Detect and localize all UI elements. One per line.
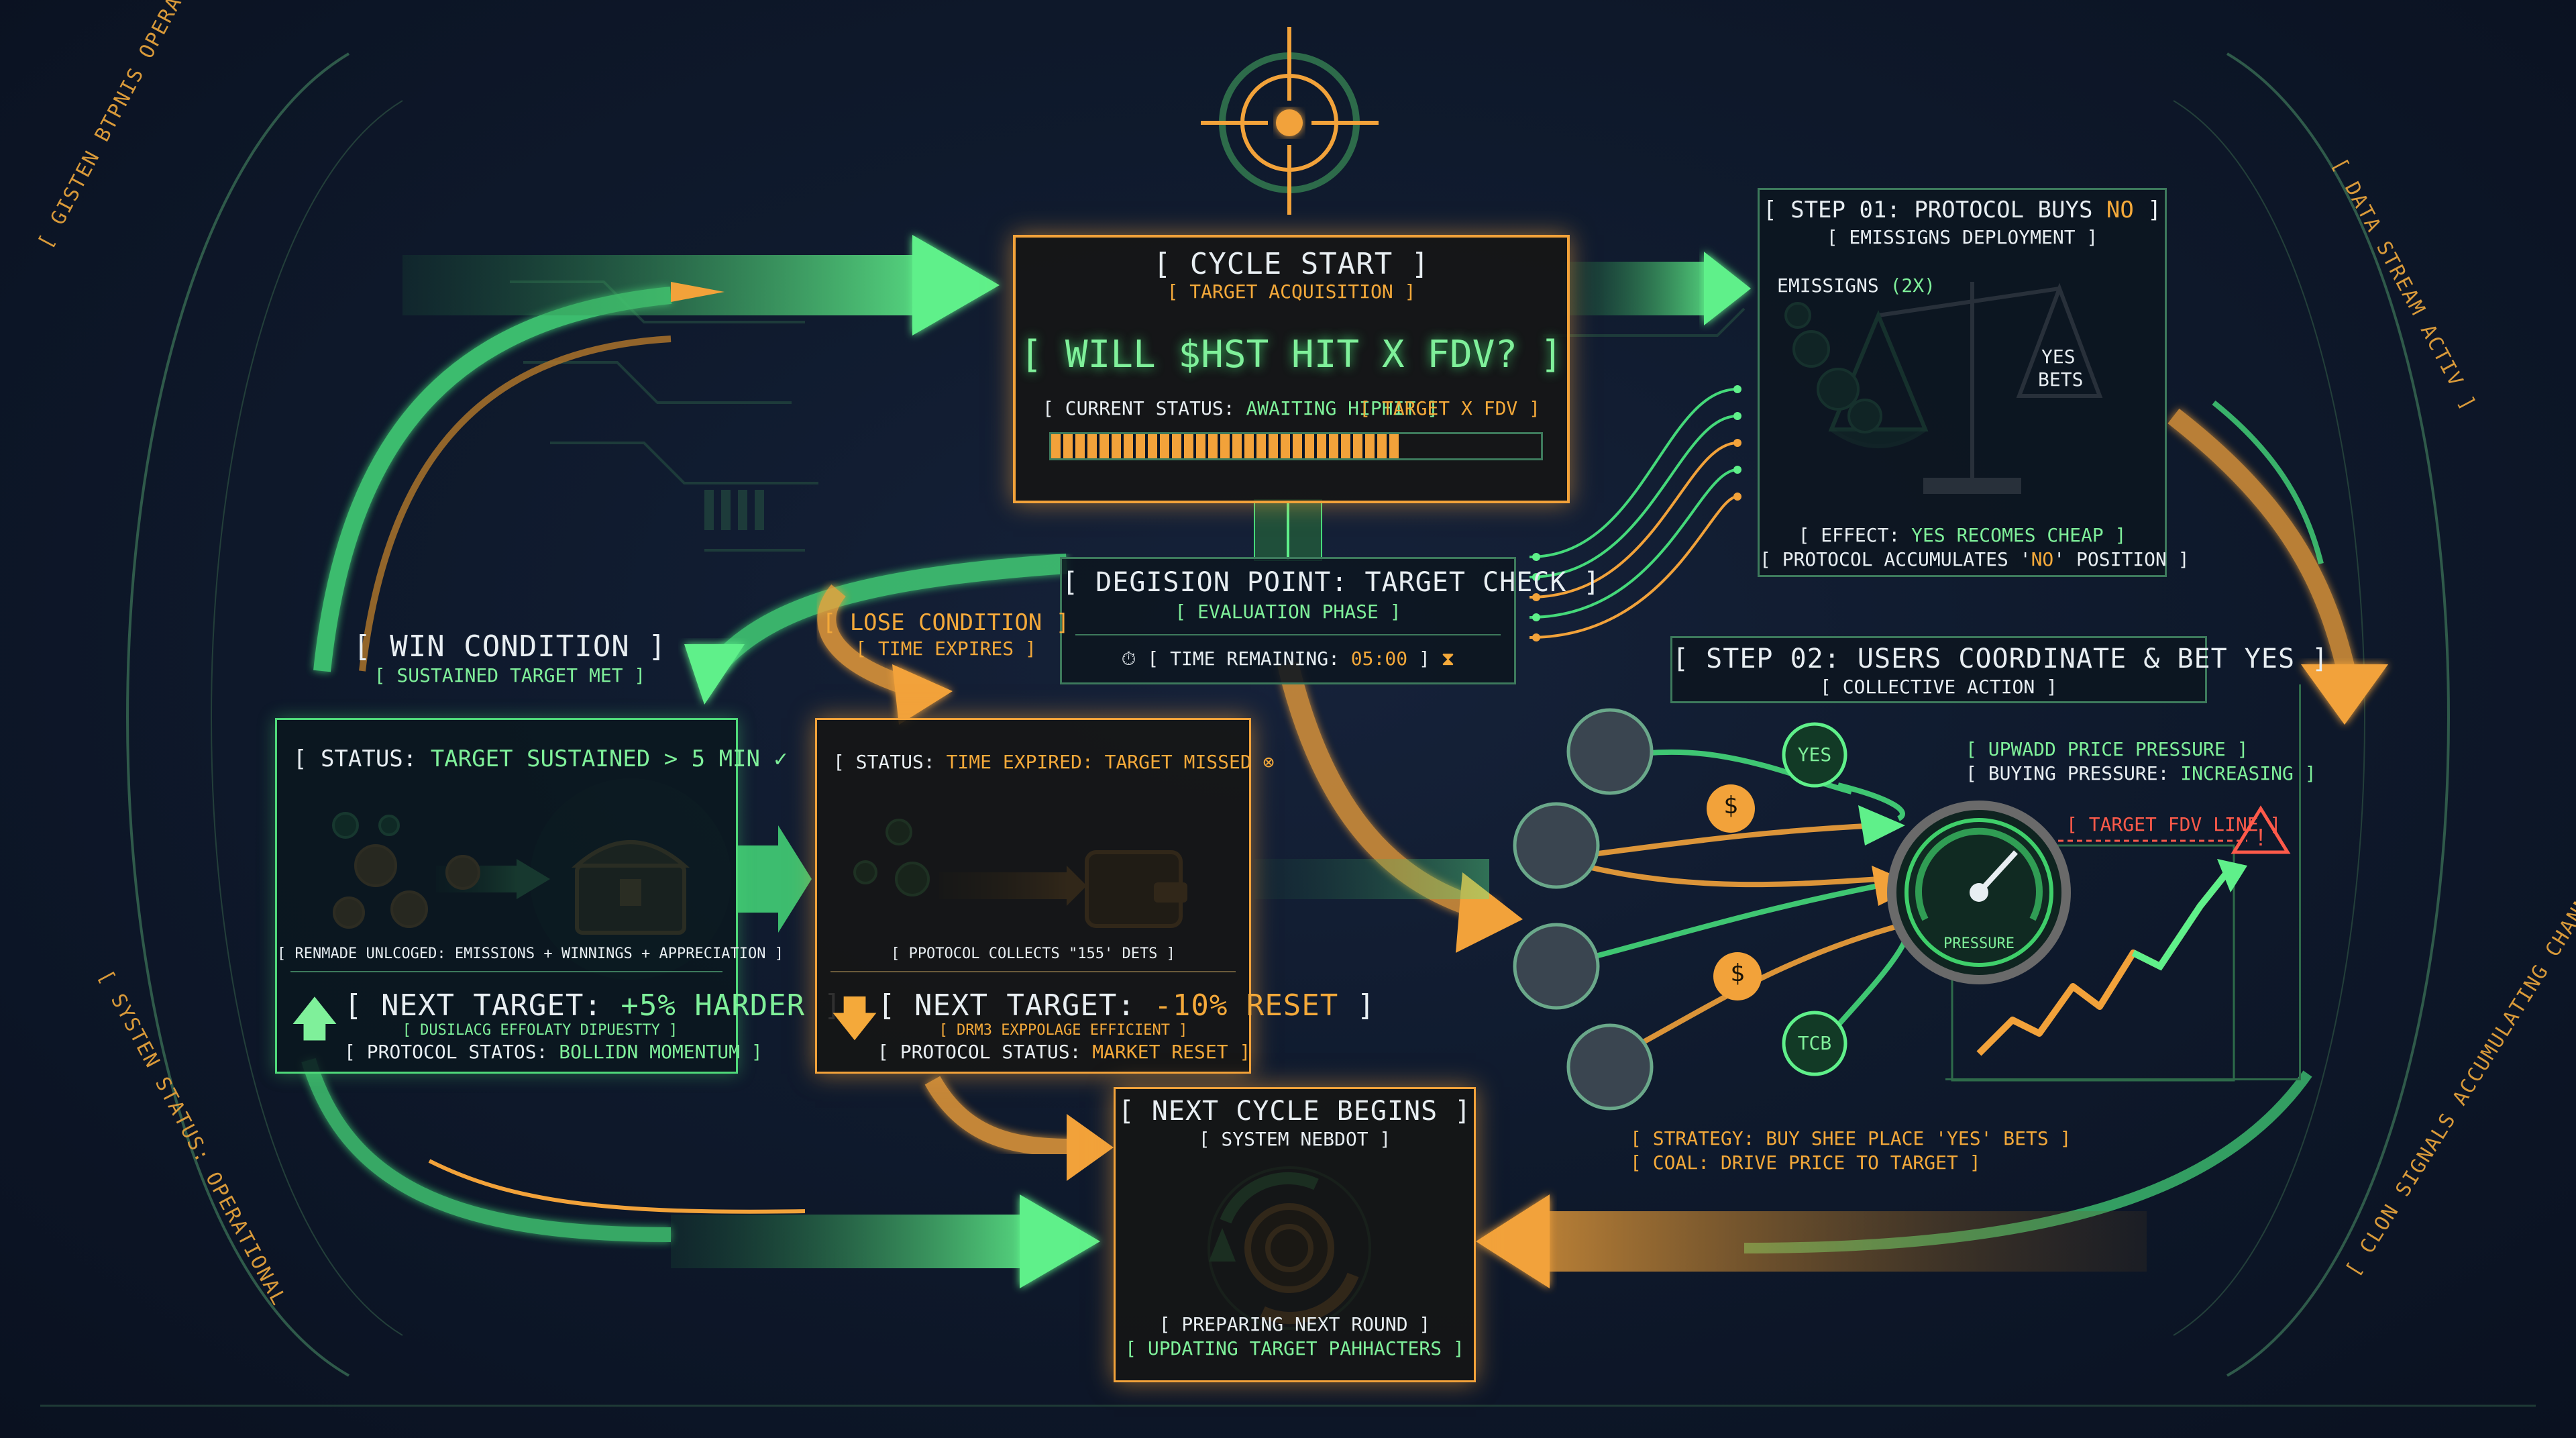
- lose-collects: [ PPOTOCOL COLLECTS "155' DETS ]: [891, 945, 1175, 962]
- fdv-line-label: [ TARGET FDV LINE ]: [2066, 813, 2282, 835]
- win-rewards: [ RENMADE UNLCOGED: EMISSIONS + WINNINGS…: [277, 945, 784, 962]
- crosshair-icon: [1201, 27, 1379, 215]
- svg-text:!: !: [2257, 823, 2264, 851]
- upward-pressure: [ UPWADD PRICE PRESSURE ]: [1966, 738, 2249, 760]
- current-status: [ CURRENT STATUS: AWAITING HIPHIT ]: [1042, 397, 1439, 419]
- decision-panel: [ DEGISION POINT: TARGET CHECK ] [ EVALU…: [1060, 557, 1601, 684]
- cycle-start-subtitle: [ TARGET ACQUISITION ]: [1167, 280, 1416, 303]
- down-arrow-icon: 🡇: [830, 991, 879, 1046]
- cycle-start-panel: [ CYCLE START ] [ TARGET ACQUISITION ] […: [1013, 235, 1570, 503]
- step01-subtitle: [ EMISSIGNS DEPLOYMENT ]: [1826, 226, 2098, 248]
- buying-pressure: [ BUYING PRESSURE: INCREASING ]: [1966, 762, 2316, 784]
- effect-text: [ EFFECT: YES RECOMES CHEAP ]: [1798, 524, 2127, 546]
- lose-subtitle: [ TIME EXPIRES ]: [855, 637, 1036, 660]
- target-tag: [ TARGET X FDV ]: [1359, 397, 1540, 419]
- tcb-token: TCB: [1797, 1032, 1832, 1054]
- gauge-label: PRESSURE: [1943, 935, 2015, 952]
- lose-next-target: [ NEXT TARGET: -10% RESET ]: [877, 988, 1376, 1023]
- money-bag-icon-2: $: [1730, 960, 1745, 987]
- next-cycle-panel: [ NEXT CYCLE BEGINS ] [ SYSTEM NEBDOT ] …: [1114, 1087, 1476, 1382]
- step01-title: [ STEP 01: PROTOCOL BUYS NO ]: [1763, 197, 2161, 223]
- next-cycle-subtitle: [ SYSTEM NEBDOT ]: [1198, 1128, 1391, 1150]
- lose-panel: [ STATUS: TIME EXPIRED: TARGET MISSED ⊗ …: [815, 718, 1376, 1074]
- win-panel: [ STATUS: TARGET SUSTAINED > 5 MIN ✓ [ R…: [275, 718, 841, 1074]
- arrow-to-next-cycle-right: [1476, 1194, 1550, 1288]
- arrow-to-win: [684, 644, 745, 705]
- arrow-win-to-lose: [738, 825, 812, 933]
- win-note: [ DUSILACG EFFOLATY DIPUESTTY ]: [402, 1022, 678, 1039]
- win-subtitle: [ SUSTAINED TARGET MET ]: [374, 664, 646, 686]
- target-progress-bar: [1049, 432, 1543, 460]
- next-cycle-line1: [ PREPARING NEXT ROUND ]: [1159, 1313, 1431, 1335]
- arrow-lose-to-next: [1067, 1114, 1114, 1181]
- lose-status: [ STATUS: TIME EXPIRED: TARGET MISSED ⊗: [833, 751, 1275, 773]
- decision-title: [ DEGISION POINT: TARGET CHECK ]: [1062, 567, 1601, 598]
- hourglass-icon: ⧗: [1441, 648, 1455, 670]
- step02-title-box: [ STEP 02: USERS COORDINATE & BET YES ] …: [1670, 636, 2329, 703]
- time-remaining: ⏱ [ TIME REMAINING: 05:00 ] ⧗: [1121, 648, 1455, 670]
- cycle-question: [ WILL $HST HIT X FDV? ]: [1020, 333, 1563, 376]
- timer-icon: ⏱: [1121, 648, 1136, 670]
- yes-token: YES: [1797, 743, 1832, 766]
- cycle-start-title: [ CYCLE START ]: [1152, 247, 1430, 281]
- money-bag-icon: $: [1723, 792, 1738, 819]
- pressure-gauge: [1887, 801, 2071, 984]
- next-cycle-title: [ NEXT CYCLE BEGINS ]: [1118, 1096, 1472, 1127]
- lose-title: [ LOSE CONDITION ]: [822, 609, 1070, 636]
- emissions-label: EMISSIGNS (2X): [1777, 274, 1936, 297]
- step02-title: [ STEP 02: USERS COORDINATE & BET YES ]: [1672, 644, 2329, 674]
- user-avatar-icon: [1513, 708, 1654, 1111]
- next-cycle-line2: [ UPDATING TARGET PAHHACTERS ]: [1125, 1337, 1464, 1359]
- arrow-step01-down: [2301, 664, 2388, 725]
- check-icon: ✓: [773, 746, 788, 772]
- lose-note: [ DRM3 EXPPOLAGE EFFICIENT ]: [938, 1022, 1188, 1039]
- decision-subtitle: [ EVALUATION PHASE ]: [1175, 601, 1401, 623]
- step02-panel: [1945, 684, 2301, 1080]
- win-next-target: [ NEXT TARGET: +5% HARDER ]: [344, 988, 841, 1023]
- lose-protocol-status: [ PROTOCOL STATUS: MARKET RESET ]: [877, 1041, 1251, 1063]
- yes-bets-label-2: BETS: [2038, 368, 2084, 391]
- arrow-to-next-cycle-left: [1020, 1194, 1100, 1288]
- win-protocol-status: [ PROTOCOL STATOS: BOLLIDN MOMENTUM ]: [344, 1041, 763, 1063]
- step02-subtitle: [ COLLECTIVE ACTION ]: [1819, 676, 2057, 698]
- arrow-to-lose: [892, 664, 953, 725]
- win-status: [ STATUS: TARGET SUSTAINED > 5 MIN ✓: [293, 746, 788, 772]
- outer-arc-right: [2226, 52, 2450, 1377]
- accumulate-text: [ PROTOCOL ACCUMULATES 'NO' POSITION ]: [1760, 548, 2190, 570]
- strategy-text: [ STRATEGY: BUY SHEE PLACE 'YES' BETS ]: [1630, 1127, 2072, 1149]
- cross-icon: ⊗: [1263, 751, 1275, 773]
- goal-text: [ COAL: DRIVE PRICE TO TARGET ]: [1630, 1151, 1981, 1174]
- arrow-to-step01: [1704, 252, 1751, 325]
- step01-panel: [ STEP 01: PROTOCOL BUYS NO ] [ EMISSIGN…: [1758, 188, 2190, 577]
- warning-icon: [2231, 805, 2291, 854]
- up-arrow-icon: 🡅: [290, 991, 339, 1046]
- win-title: [ WIN CONDITION ]: [353, 629, 667, 664]
- yes-bets-label-1: YES: [2041, 346, 2076, 368]
- outer-arc-left: [126, 52, 350, 1377]
- arrow-to-cycle-start: [912, 235, 1000, 336]
